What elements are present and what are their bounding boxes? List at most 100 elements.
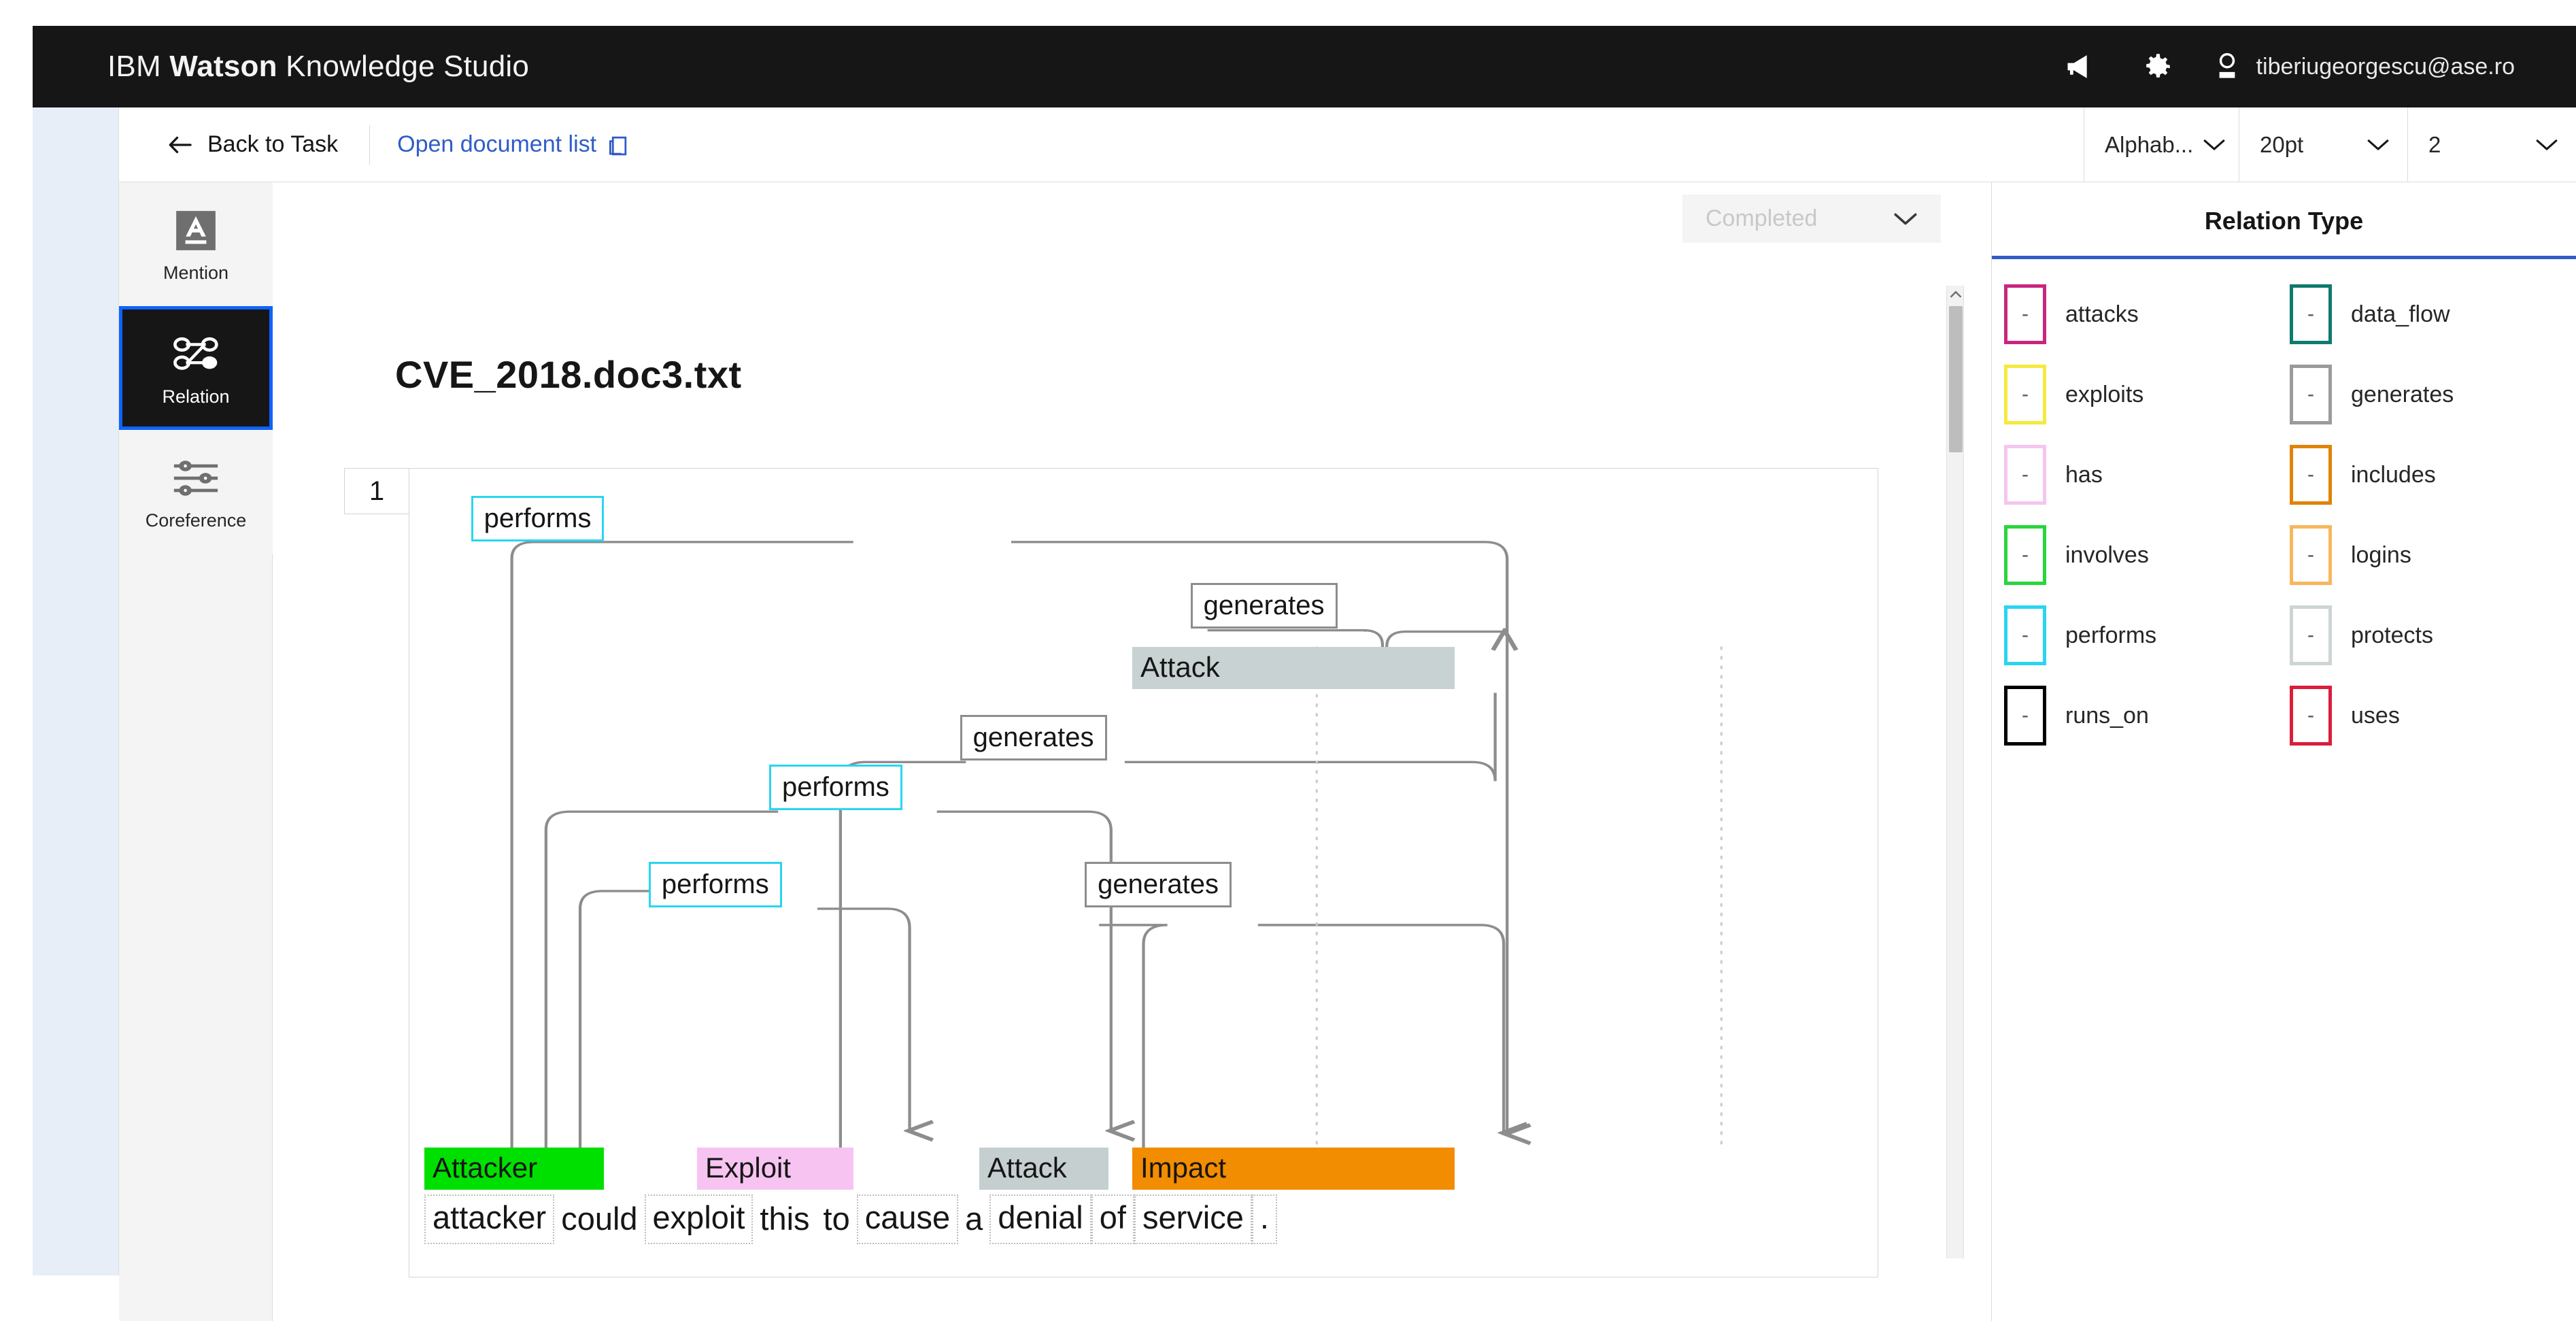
back-to-task-button[interactable]: Back to Task [119,107,369,182]
line-spacing-dropdown[interactable]: 2 [2407,107,2576,182]
sidebar-item-mention[interactable]: Mention [119,182,273,306]
relation-type-label: performs [2065,622,2157,648]
relation-type-label: exploits [2065,381,2144,407]
open-document-list-button[interactable]: Open document list [370,107,656,182]
token[interactable]: this [760,1201,810,1237]
document-line-wrapper: 1 [344,468,1878,1321]
entity-label: Impact [1140,1152,1227,1184]
relation-type-panel-title: Relation Type [2204,207,2364,235]
relation-performs-mid[interactable]: performs [768,765,902,810]
entity-exploit[interactable]: Exploit [697,1148,853,1190]
color-swatch: - [2290,605,2332,665]
token[interactable]: denial [989,1194,1091,1244]
relation-type-label: includes [2351,461,2436,488]
line-spacing-value: 2 [2428,131,2441,157]
open-document-list-label: Open document list [397,131,597,157]
user-email: tiberiugeorgescu@ase.ro [2256,53,2515,80]
sub-toolbar: Back to Task Open document list Alphab..… [119,107,2576,182]
relation-type-label: uses [2351,702,2400,729]
toolbar-divider [369,124,371,165]
back-to-task-label: Back to Task [207,131,339,157]
gear-icon[interactable] [2119,27,2195,107]
relation-type-exploits[interactable]: - exploits [1999,354,2284,435]
relation-type-generates[interactable]: - generates [2284,354,2570,435]
left-white-rail [0,26,33,1321]
annotation-canvas[interactable]: performs generates generates performs pe… [409,468,1878,1277]
token[interactable]: cause [856,1194,959,1244]
token[interactable]: exploit [644,1194,753,1244]
entity-label: Attacker [433,1152,538,1184]
color-swatch: - [2290,284,2332,344]
document-status-row: Completed [1682,195,1941,243]
document-pane: Completed CVE_2018.doc3.txt 1 [273,182,1953,1321]
relation-label: performs [484,503,592,533]
sidebar-item-coreference-label: Coreference [145,509,247,531]
relation-type-uses[interactable]: - uses [2284,675,2570,756]
entity-label: Attack [987,1152,1067,1184]
scroll-up-icon[interactable] [1947,286,1965,303]
token[interactable]: of [1091,1194,1134,1244]
relation-type-logins[interactable]: - logins [2284,515,2570,595]
chevron-down-icon [1893,212,1918,227]
token[interactable]: attacker [424,1194,555,1244]
relation-generates-top[interactable]: generates [1190,583,1338,629]
sidebar-item-relation[interactable]: Relation [119,306,273,430]
relation-type-column-left: - attacks - exploits - has - involves - … [1999,274,2284,756]
relation-label: performs [781,772,889,802]
relation-performs-top[interactable]: performs [471,496,605,541]
relation-label: generates [972,722,1094,752]
document-scrollbar[interactable] [1946,286,1964,1258]
entity-attack-lower[interactable]: Attack [979,1148,1108,1190]
relation-arc-layer [510,541,1723,1148]
app-brand: IBM Watson Knowledge Studio [107,50,529,84]
relation-type-involves[interactable]: - involves [1999,515,2284,595]
sort-order-dropdown[interactable]: Alphab... [2084,107,2239,182]
chevron-down-icon [2203,138,2226,152]
relation-type-label: logins [2351,541,2411,568]
token[interactable]: service [1134,1194,1252,1244]
color-swatch: - [2004,525,2046,585]
scrollbar-thumb[interactable] [1949,306,1963,452]
token[interactable]: . [1251,1194,1277,1244]
relation-type-label: runs_on [2065,702,2149,729]
entity-label: Attack [1140,651,1220,683]
relation-label: generates [1098,869,1219,899]
user-account[interactable]: tiberiugeorgescu@ase.ro [2195,27,2535,107]
sliders-icon [171,453,221,503]
page-title: CVE_2018.doc3.txt [395,353,742,396]
entity-impact[interactable]: Impact [1132,1148,1455,1190]
relation-type-runs-on[interactable]: - runs_on [1999,675,2284,756]
relation-type-label: attacks [2065,301,2139,327]
token[interactable]: to [823,1201,850,1237]
relation-type-data-flow[interactable]: - data_flow [2284,274,2570,354]
document-status-dropdown[interactable]: Completed [1682,195,1941,243]
relation-type-panel-rule [1992,256,2576,259]
color-swatch: - [2290,445,2332,505]
color-swatch: - [2290,686,2332,746]
app-header-actions: tiberiugeorgescu@ase.ro [2043,27,2576,107]
entity-attack-upper[interactable]: Attack [1132,647,1455,689]
megaphone-icon[interactable] [2043,27,2119,107]
relation-type-includes[interactable]: - includes [2284,435,2570,515]
token[interactable]: could [561,1201,638,1237]
color-swatch: - [2290,525,2332,585]
relation-type-label: generates [2351,381,2454,407]
relation-type-columns: - attacks - exploits - has - involves - … [1992,274,2576,756]
relation-type-attacks[interactable]: - attacks [1999,274,2284,354]
font-size-dropdown[interactable]: 20pt [2239,107,2407,182]
token[interactable]: a [965,1201,983,1237]
entity-attacker[interactable]: Attacker [424,1148,604,1190]
view-option-dropdowns: Alphab... 20pt 2 [2084,107,2576,182]
relation-performs-low[interactable]: performs [648,862,782,907]
sidebar-item-relation-label: Relation [162,386,230,407]
relation-generates-mid[interactable]: generates [960,715,1107,760]
relation-generates-low[interactable]: generates [1085,862,1232,907]
relation-type-protects[interactable]: - protects [2284,595,2570,675]
sentence-token-row: attacker could exploit this to cause a d… [424,1194,1277,1244]
brand-bold: Watson [169,50,277,83]
sidebar-item-coreference[interactable]: Coreference [119,430,273,554]
entity-label: Exploit [705,1152,792,1184]
relation-type-label: protects [2351,622,2433,648]
relation-type-performs[interactable]: - performs [1999,595,2284,675]
relation-type-has[interactable]: - has [1999,435,2284,515]
